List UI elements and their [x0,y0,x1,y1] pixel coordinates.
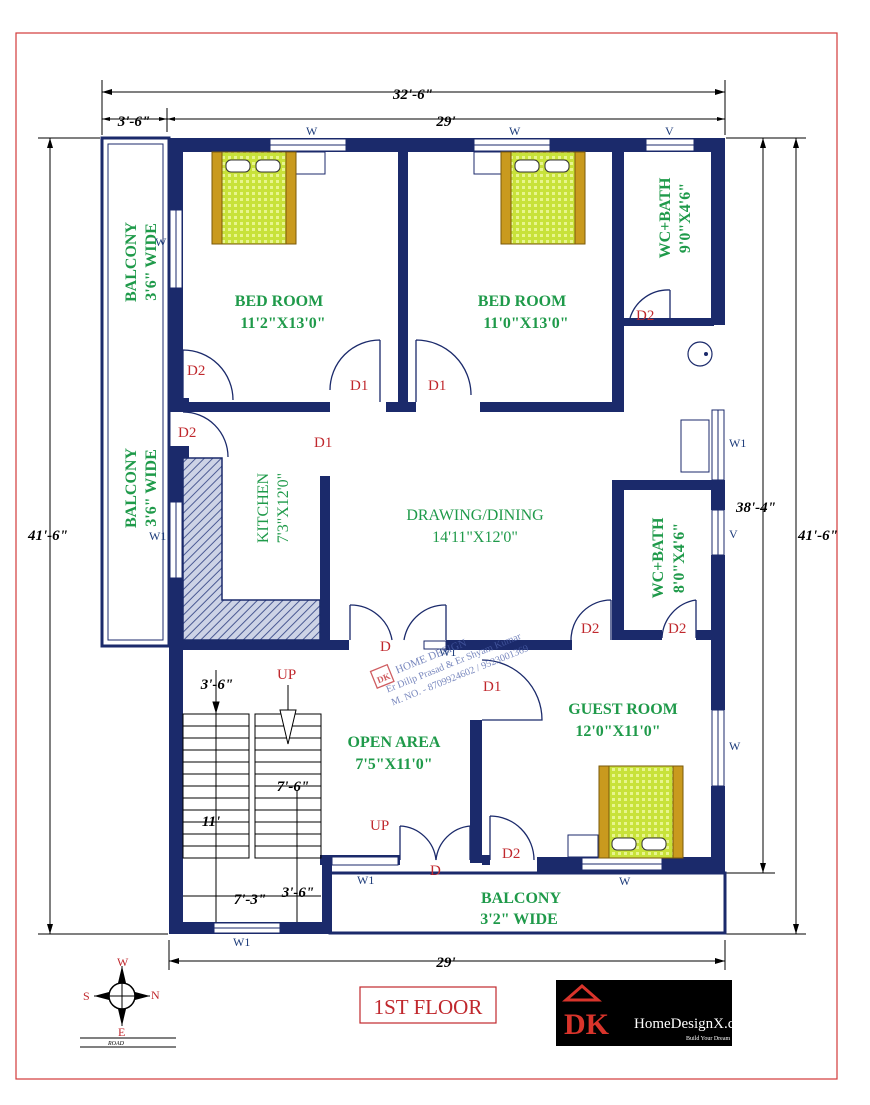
stair-up-label: UP [370,818,389,834]
room-size-kitchen: 7'3"X12'0" [275,473,292,543]
room-size-balcony-left-top: 3'6" WIDE [143,223,160,301]
room-name-bath2: WC+BATH [650,517,667,598]
bed-icon [473,151,586,245]
svg-text:DK: DK [376,671,392,685]
svg-text:DK: DK [564,1008,610,1041]
room-size-drawing: 14'11"X12'0" [432,529,518,546]
room-size-bath2: 8'0"X4'6" [671,523,688,593]
compass-icon: W S N E ROAD [80,955,176,1048]
svg-text:N: N [151,988,160,1002]
dim-stair-top: 3'-6" [200,677,234,693]
door-label: D2 [187,363,205,379]
door-label: D1 [483,679,501,695]
svg-text:HomeDesignX.com: HomeDesignX.com [634,1016,754,1032]
room-name-guest: GUEST ROOM [568,701,678,718]
room-name-balcony-left-top: BALCONY [123,222,140,302]
room-size-balcony-left-bottom: 3'6" WIDE [143,449,160,527]
staircase [182,670,322,922]
room-name-drawing: DRAWING/DINING [406,507,544,524]
dim-overall-height: 41'-6" [27,528,68,544]
window-label: V [729,527,738,541]
dim-stair-bottom-a: 7'-3" [234,892,267,908]
svg-text:S: S [83,989,90,1003]
svg-text:Build Your Dream: Build Your Dream [686,1036,731,1042]
room-size-bath1: 9'0"X4'6" [677,183,694,253]
room-size-open-area: 7'5"X11'0" [355,756,432,773]
room-name-bed2: BED ROOM [478,293,566,310]
floor-title: 1ST FLOOR [374,995,483,1019]
window-label: W [155,235,167,249]
room-name-kitchen: KITCHEN [255,472,272,543]
doors [182,289,697,861]
page-border [15,32,838,1080]
window-label: W [729,739,741,753]
watermark: DK HOME DESIGN Er Dilip Prasad & Er Shya… [369,631,530,708]
door-label: D2 [636,308,654,324]
dimension-lines [38,80,806,970]
dim-balcony-width: 3'-6" [117,114,151,130]
room-name-bed1: BED ROOM [235,293,323,310]
window-label: W [306,124,318,138]
window-label: W1 [233,935,250,949]
windows [169,138,725,934]
room-size-guest: 12'0"X11'0" [575,723,660,740]
dim-stair-landing: 7'-6" [277,779,310,795]
bed-icon [211,151,326,245]
dim-right-inner: 38'-4" [735,500,776,516]
room-size-bed2: 11'0"X13'0" [483,315,568,332]
dim-main-width: 29' [435,114,455,130]
window-label: W1 [357,873,374,887]
floor-title-box [359,986,497,1024]
bed-icon [567,765,684,859]
room-size-balcony-bottom: 3'2" WIDE [480,911,558,928]
window-label: W [509,124,521,138]
dim-overall-width: 32'-6" [392,87,433,103]
svg-text:E: E [118,1025,125,1039]
washbasin-icon [687,341,713,367]
window-label: W [619,874,631,888]
dim-stair-length: 11' [202,814,220,830]
balcony-left-inner [107,143,164,641]
window-label: W1 [439,645,456,659]
window-label: W1 [149,529,166,543]
room-name-open-area: OPEN AREA [348,734,441,751]
svg-text:W: W [117,955,129,969]
window-label: V [665,124,674,138]
window-label: W1 [729,436,746,450]
door-label: D1 [428,378,446,394]
balcony-left-outline [100,136,171,648]
dim-stair-bottom-b: 3'-6" [281,885,315,901]
brand-logo: DK HomeDesignX.com Build Your Dream [556,980,754,1046]
door-label: D1 [314,435,332,451]
door-label: D1 [350,378,368,394]
door-label: D [430,863,441,879]
door-label: D2 [581,621,599,637]
room-size-bed1: 11'2"X13'0" [240,315,325,332]
room-name-balcony-left-bottom: BALCONY [123,448,140,528]
door-label: D [380,639,391,655]
kitchen-counter [182,457,321,641]
dim-bottom-width: 29' [435,955,455,971]
room-name-bath1: WC+BATH [657,177,674,258]
door-label: D2 [668,621,686,637]
door-label: D2 [178,425,196,441]
toilet-icon [680,419,710,473]
stair-up-label: UP [277,667,296,683]
room-name-balcony-bottom: BALCONY [481,890,561,907]
dim-right-outer: 41'-6" [797,528,838,544]
svg-text:ROAD: ROAD [107,1041,125,1047]
door-label: D2 [502,846,520,862]
